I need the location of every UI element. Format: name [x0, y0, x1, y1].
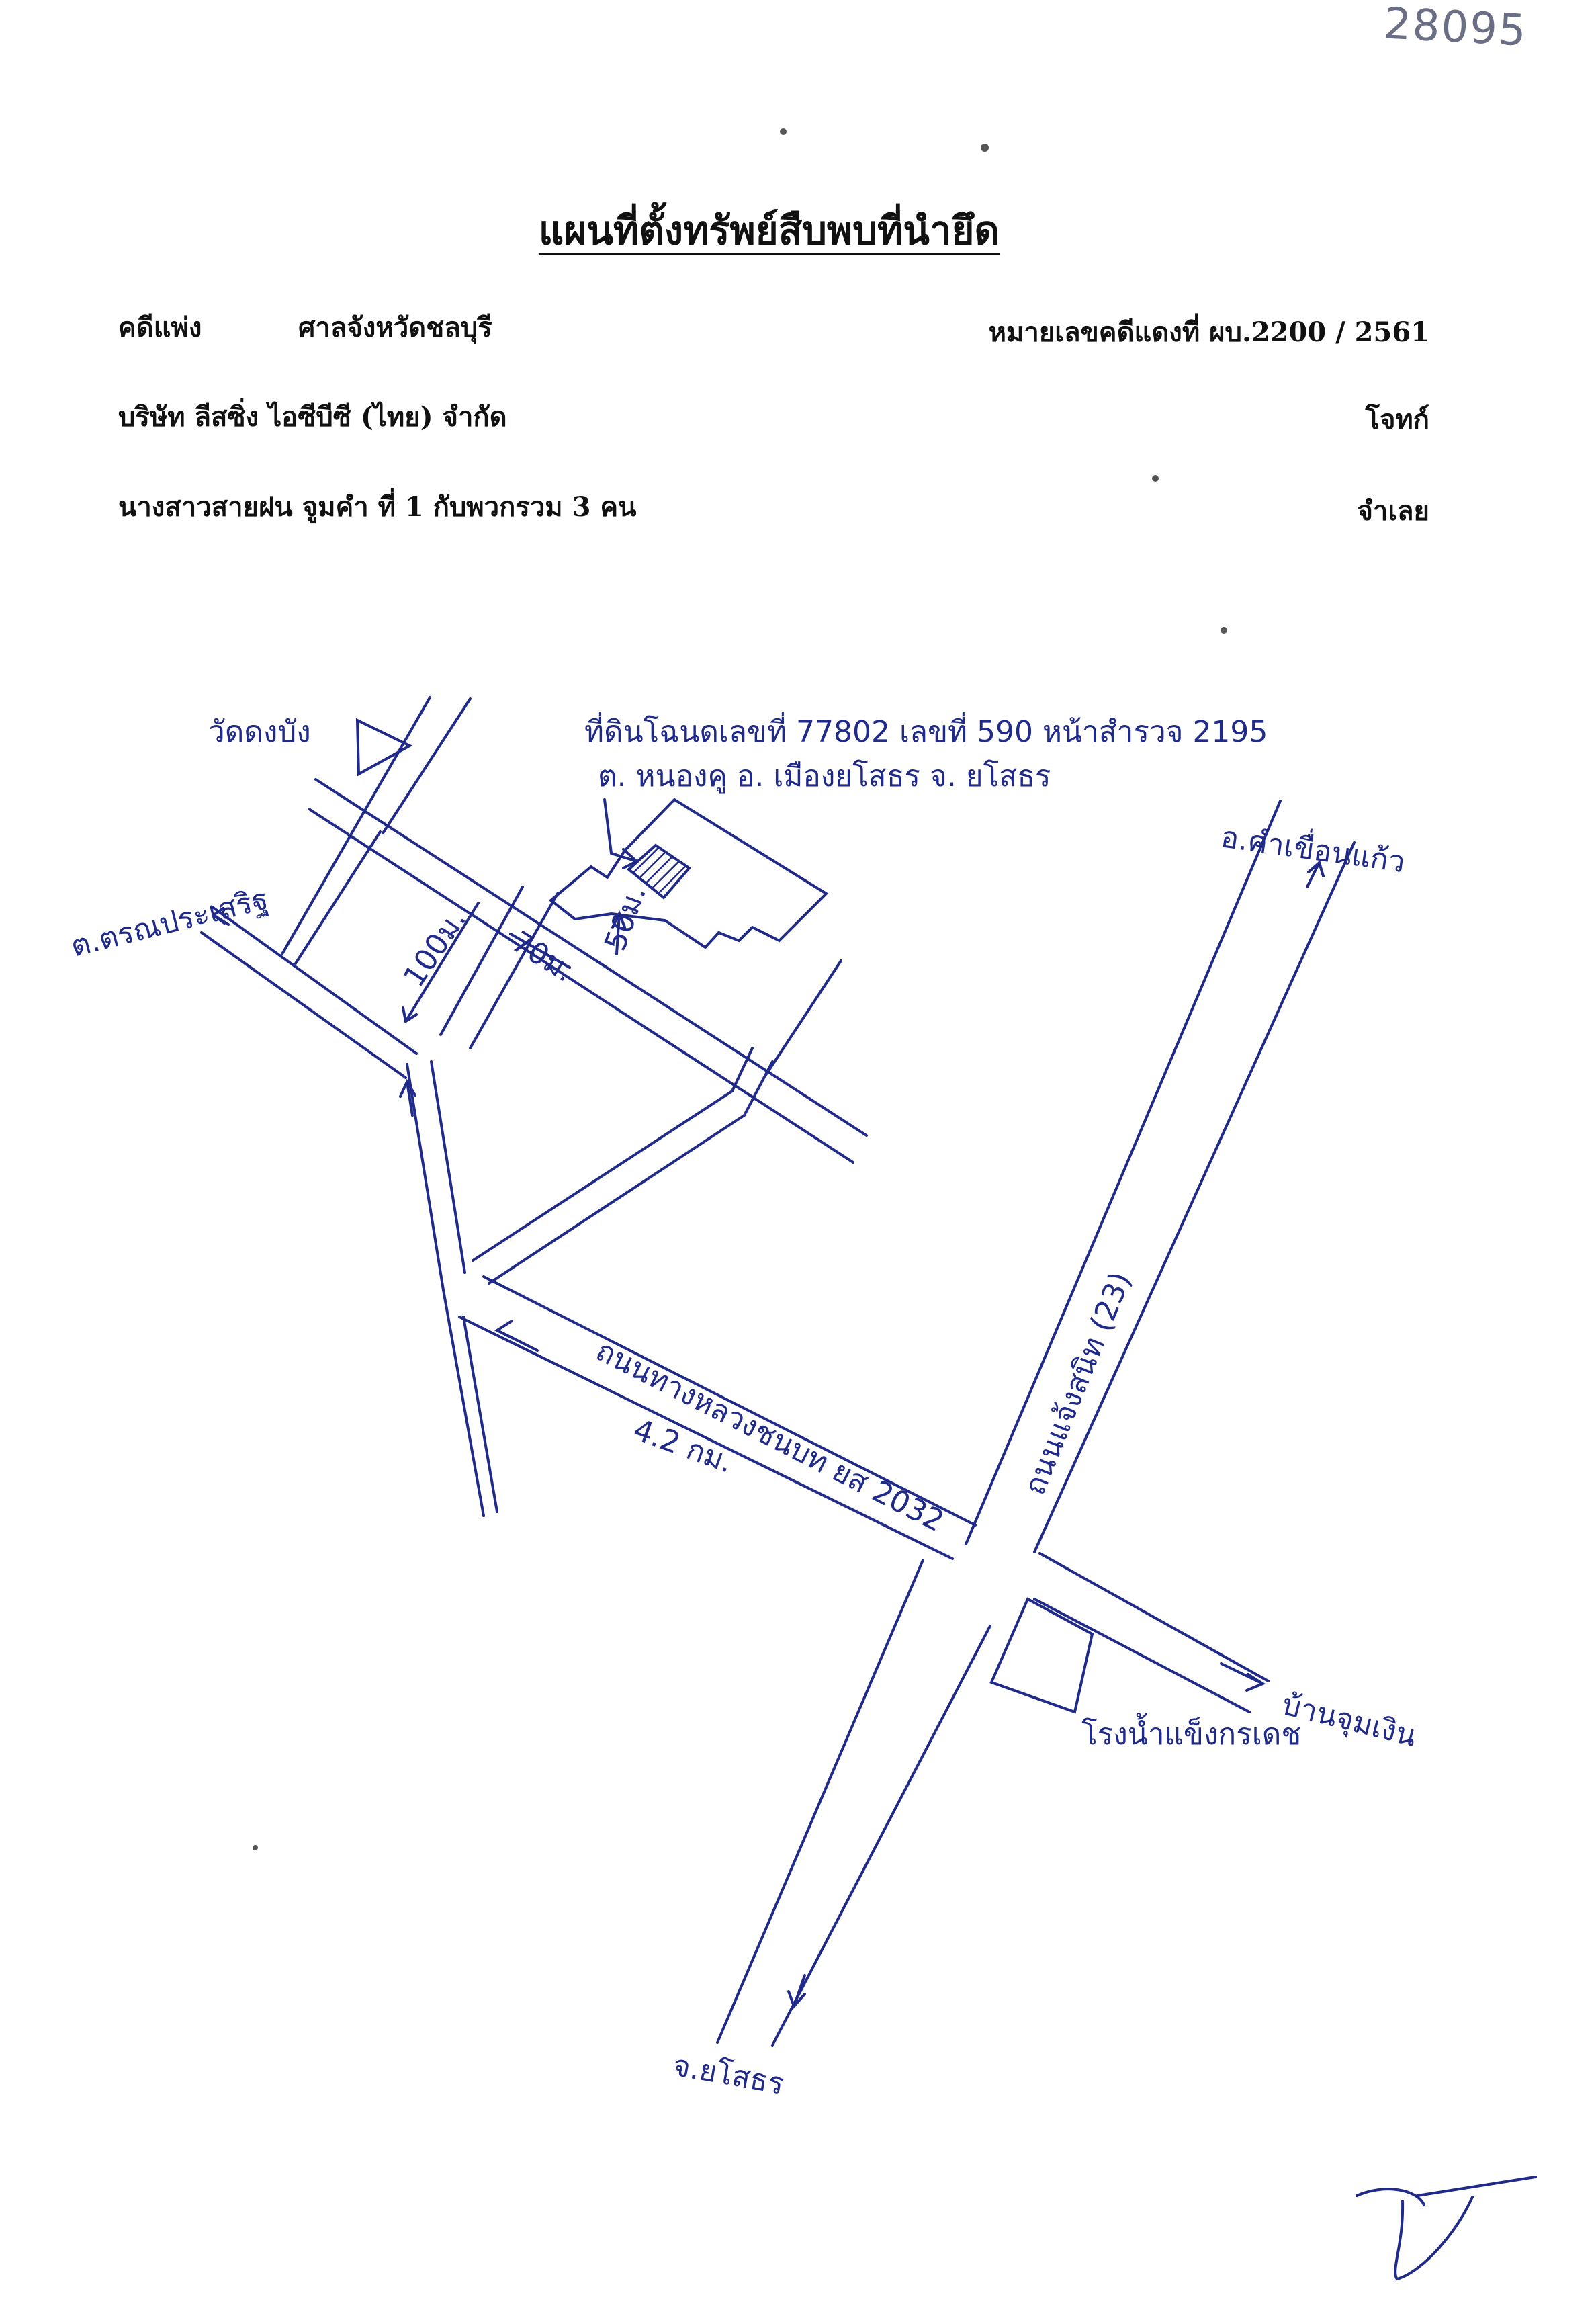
- temple-triangle-icon: [355, 718, 413, 777]
- scan-speck: [780, 128, 787, 135]
- label-road-west: ต.ตรณประเสริฐ: [67, 882, 271, 963]
- label-north-destination: อ.คำเขื่อนแก้ว: [1218, 816, 1407, 879]
- road-grid: [281, 696, 868, 1164]
- arrow-nw-icon: [211, 907, 230, 926]
- plaintiff-role: โจทก์: [1365, 404, 1429, 435]
- ice-factory-building: [989, 1597, 1094, 1714]
- case-type-label: คดีแพ่ง: [118, 312, 202, 343]
- subject-parcel: [626, 843, 691, 900]
- label-ice-factory: โรงน้ำแข็งกรเดช: [1081, 1713, 1301, 1752]
- plaintiff-name: บริษัท ลีสซิ่ง ไอซีบีซี (ไทย) จำกัด: [118, 401, 507, 433]
- parcel-pointer: [603, 798, 639, 869]
- arrow-east-icon: [1220, 1662, 1266, 1692]
- arrow-up-icon: [399, 1078, 416, 1117]
- highway-23: [716, 800, 1356, 2047]
- label-100m: 100ม.: [397, 903, 473, 993]
- connector-road: [472, 1047, 774, 1285]
- scan-speck: [1152, 475, 1159, 482]
- label-temple: วัดดงบัง: [208, 715, 311, 749]
- dimension-100m: [402, 902, 480, 1024]
- label-parcel-line1: ที่ดินโฉนดเลขที่ 77802 เลขที่ 590 หน้าสำ…: [584, 711, 1268, 749]
- signature-mark: [1356, 2176, 1537, 2281]
- case-number: หมายเลขคดีแดงที่ ผบ.2200 / 2561: [988, 316, 1429, 348]
- court-name: ศาลจังหวัดชลบุรี: [298, 312, 492, 343]
- local-road-south: [406, 1060, 498, 1517]
- arrow-south-icon: [787, 1974, 806, 2009]
- label-main-road: ถนนแจ้งสนิท (23): [1018, 1267, 1138, 1500]
- parcel-block-outline: [548, 798, 829, 949]
- label-south-destination: จ.ยโสธร: [670, 2049, 787, 2102]
- defendant-name: นางสาวสายฝน จูมคำ ที่ 1 กับพวกรวม 3 คน: [118, 491, 637, 523]
- page-title: แผนที่ตั้งทรัพย์สืบพบที่นำยึด: [538, 208, 1000, 253]
- label-parcel-line2: ต. หนองคู อ. เมืองยโสธร จ. ยโสธร: [598, 759, 1051, 794]
- scan-speck: [1221, 627, 1227, 634]
- label-70m: 70ม.: [505, 924, 580, 989]
- dimension-70m: [509, 933, 571, 969]
- scan-speck: [981, 144, 989, 152]
- road-west: [200, 906, 418, 1079]
- arrow-west-icon: [494, 1320, 539, 1352]
- scan-speck: [253, 1845, 258, 1850]
- defendant-role: จำเลย: [1357, 495, 1429, 527]
- rural-road-2032: [458, 1275, 1270, 1713]
- arrow-north-icon: [1306, 860, 1325, 888]
